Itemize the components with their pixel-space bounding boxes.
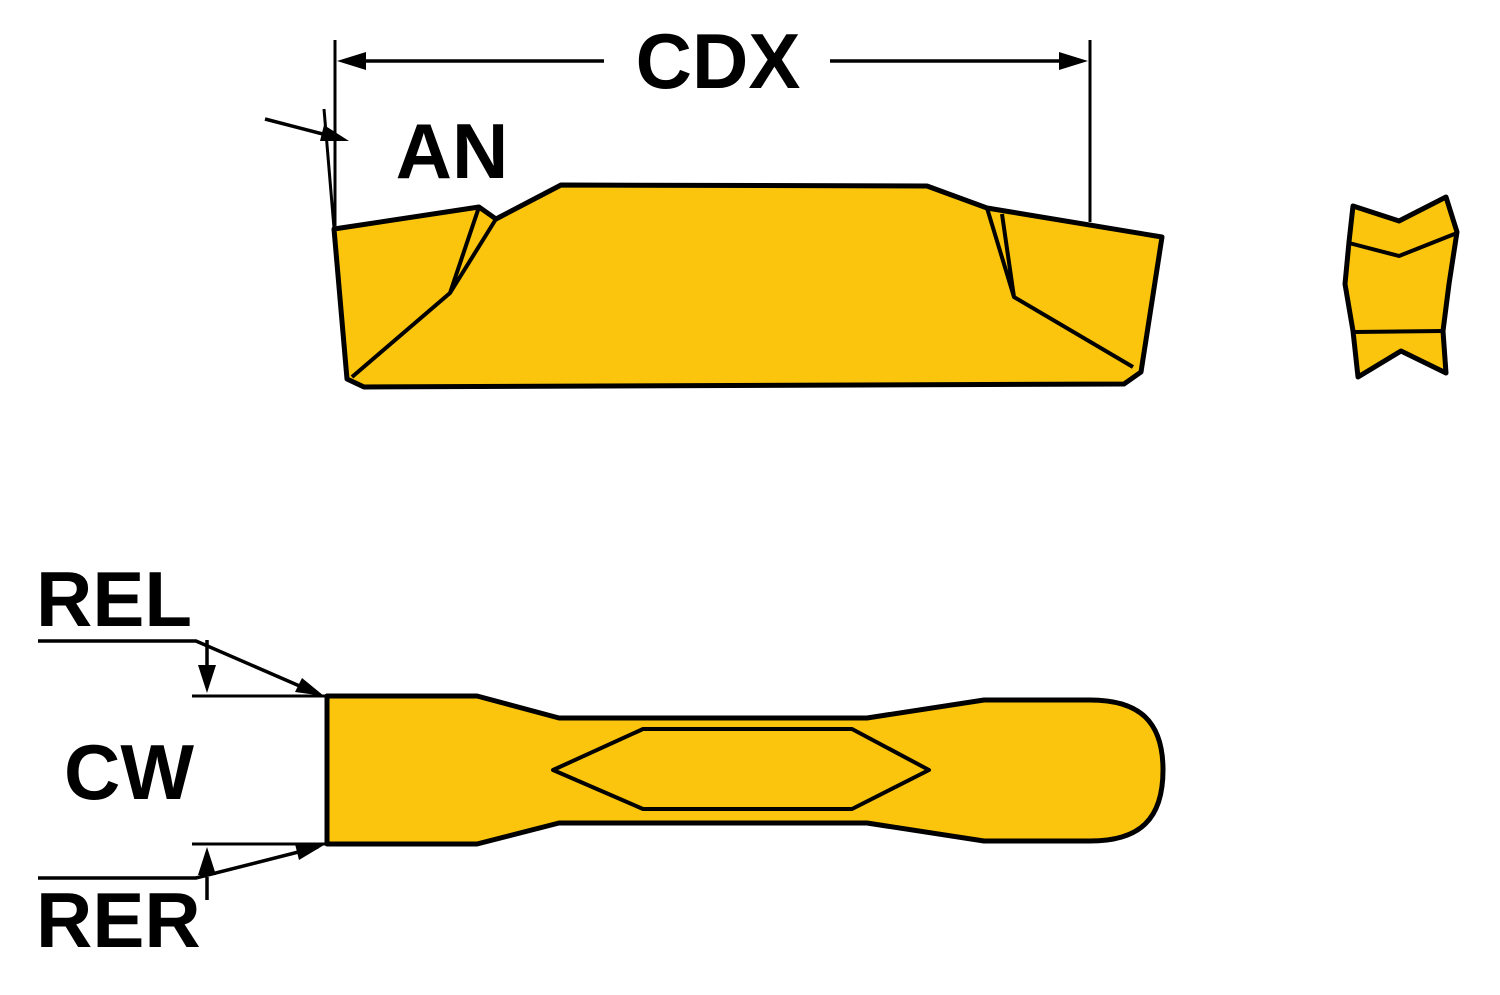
top-view (324, 693, 1166, 847)
rel-label: REL (36, 555, 192, 643)
an-arrowhead-icon (320, 125, 349, 141)
end-view-insert-body (1342, 194, 1460, 380)
an-label: AN (396, 107, 509, 195)
rel-leader-line (38, 639, 319, 696)
rer-leader-line (38, 845, 319, 880)
cw-arrowhead-top-icon (198, 665, 216, 693)
cw-arrowhead-bottom-icon (198, 847, 216, 875)
cdx-arrowhead-left-icon (337, 52, 366, 70)
rer-label: RER (36, 876, 201, 964)
side-view-insert-body (331, 182, 1165, 390)
cdx-arrowhead-right-icon (1059, 52, 1088, 70)
side-view-edge-facet-lines (350, 206, 1135, 379)
end-view (1342, 194, 1460, 380)
cdx-label: CDX (636, 17, 801, 105)
cw-dimension: CW (64, 640, 330, 900)
end-view-detail-lines (1348, 231, 1458, 334)
rel-dimension: REL (36, 555, 324, 696)
rer-arrowhead-icon (295, 844, 324, 860)
cdx-dimension: CDX (333, 17, 1092, 226)
top-view-insert-body (324, 693, 1166, 847)
top-view-chipbreaker-island (551, 727, 931, 811)
cw-label: CW (64, 728, 194, 816)
side-view (331, 182, 1165, 390)
rel-arrowhead-icon (295, 678, 324, 696)
an-dimension: AN (264, 107, 509, 229)
rer-dimension: RER (36, 844, 324, 964)
